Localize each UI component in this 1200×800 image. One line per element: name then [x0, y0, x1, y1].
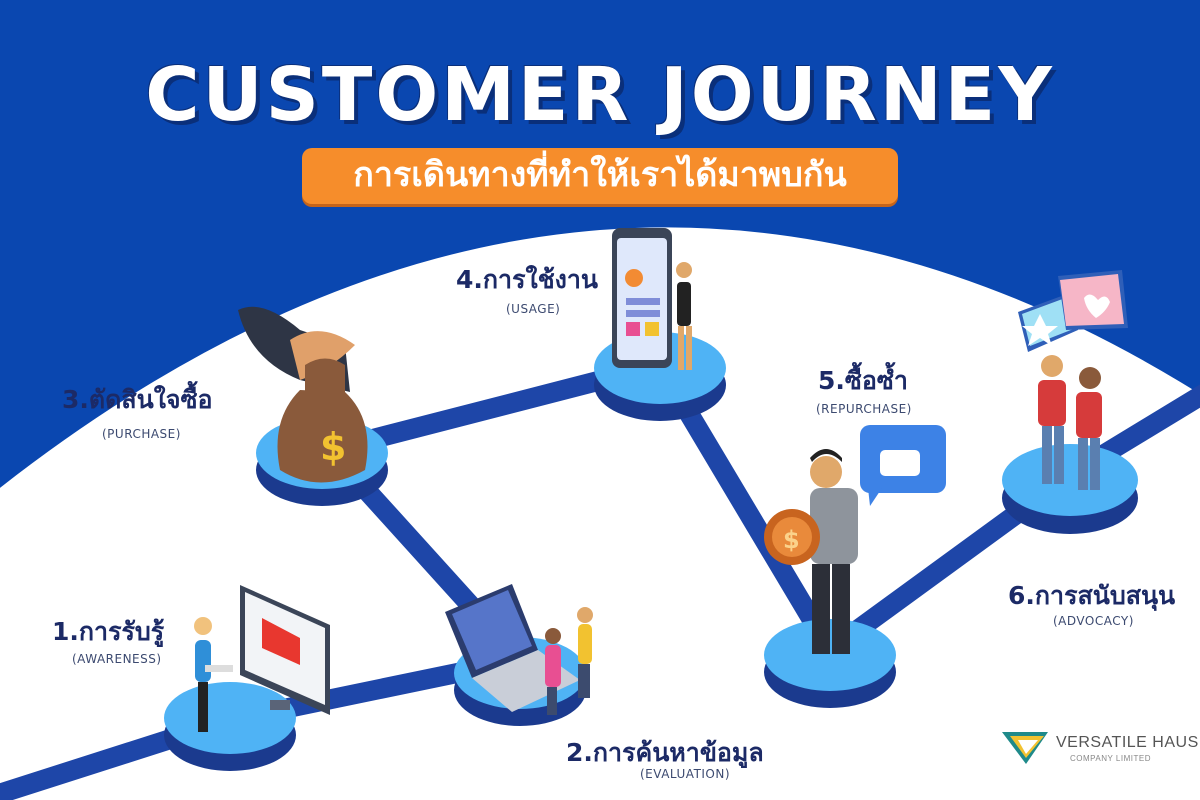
step-4-label: 4.การใช้งาน	[456, 265, 599, 294]
logo-name: VERSATILE HAUS	[1056, 734, 1199, 751]
svg-text:$: $	[320, 425, 346, 469]
step-3-label: 3.ตัดสินใจซื้อ	[62, 385, 213, 414]
subtitle-badge: การเดินทางที่ทำให้เราได้มาพบกัน	[302, 148, 898, 204]
platform-6	[1002, 444, 1138, 534]
smartphone-app-icon	[612, 228, 692, 370]
step-1-label: 1.การรับรู้	[52, 617, 165, 646]
logo-mark-icon	[1002, 732, 1048, 764]
step-6-label: 6.การสนับสนุน	[1008, 581, 1176, 610]
company-logo: VERSATILE HAUS COMPANY LIMITED	[1000, 728, 1198, 768]
chat-bubbles-people-icon	[1018, 270, 1128, 490]
logo-sub: COMPANY LIMITED	[1070, 754, 1151, 763]
step-5-label: 5.ซื้อซ้ำ	[818, 366, 908, 395]
money-bag-icon: $	[238, 306, 368, 483]
laptop-research-icon	[445, 584, 593, 715]
step-4-sub: (USAGE)	[506, 302, 561, 316]
thumbs-up-coin-icon: $	[764, 425, 946, 654]
advertising-monitor-icon	[194, 585, 330, 732]
step-2-sub: (EVALUATION)	[640, 767, 731, 781]
step-3-sub: (PURCHASE)	[102, 427, 181, 441]
step-1-sub: (AWARENESS)	[72, 652, 162, 666]
platform-1	[164, 682, 296, 771]
step-2-label: 2.การค้นหาข้อมูล	[566, 738, 764, 767]
platform-5	[764, 619, 896, 708]
page-title: CUSTOMER JOURNEY	[145, 52, 1055, 138]
step-6-sub: (ADVOCACY)	[1053, 614, 1134, 628]
step-5-sub: (REPURCHASE)	[816, 402, 912, 416]
svg-text:$: $	[783, 526, 800, 554]
